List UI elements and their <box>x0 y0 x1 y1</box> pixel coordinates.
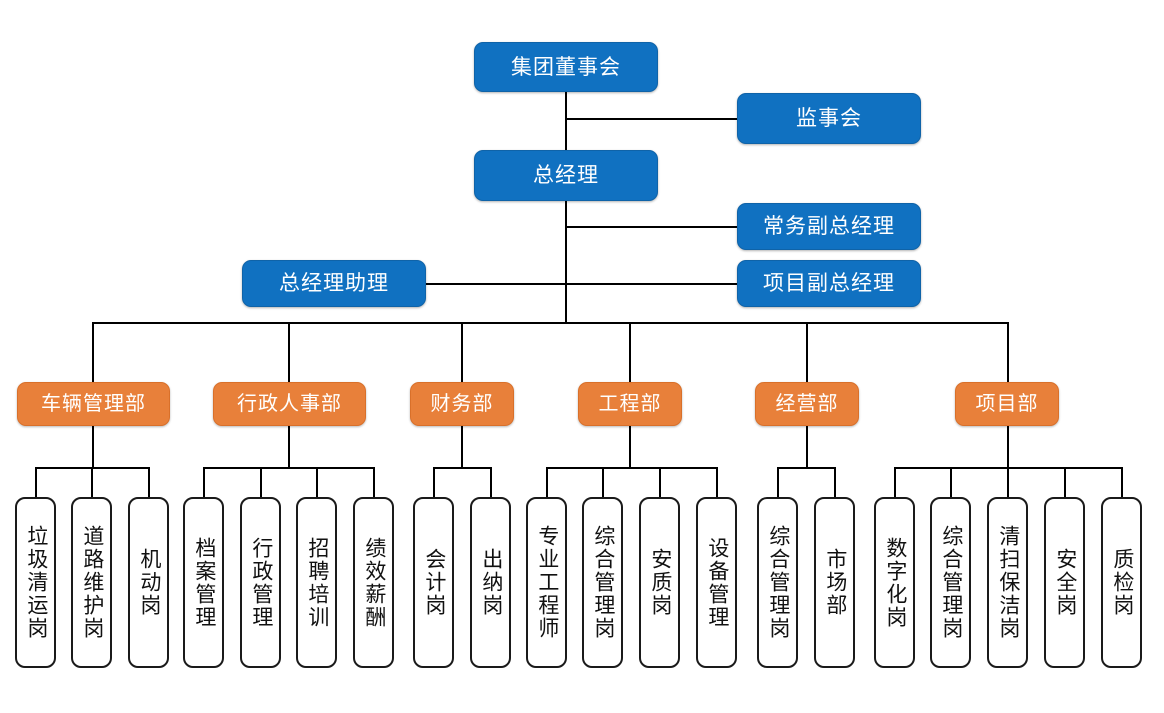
connector-dept0-leaf0 <box>35 467 37 497</box>
node-position-engineering-2[interactable]: 安质岗 <box>639 497 680 668</box>
position-label: 专业工程师 <box>535 525 559 640</box>
connector-dept4-leaf1 <box>834 467 836 497</box>
node-position-operations-0[interactable]: 综合管理岗 <box>757 497 798 668</box>
position-label: 机动岗 <box>137 548 161 617</box>
connector-dept0-leaf2 <box>148 467 150 497</box>
connector-dept3-leaf3 <box>716 467 718 497</box>
node-department-project[interactable]: 项目部 <box>955 382 1059 426</box>
connector-dept0-down <box>92 425 94 467</box>
connector-stem-dept-4 <box>806 322 808 382</box>
node-general-manager[interactable]: 总经理 <box>474 150 658 201</box>
node-position-finance-1[interactable]: 出纳岗 <box>470 497 511 668</box>
position-label: 行政管理 <box>249 536 273 629</box>
position-label: 综合管理岗 <box>591 525 615 640</box>
connector-dept2-leaf0 <box>433 467 435 497</box>
connector-dept4-down <box>806 425 808 467</box>
node-executive-deputy-gm[interactable]: 常务副总经理 <box>737 203 921 250</box>
connector-dept3-leaf1 <box>602 467 604 497</box>
connector-gm-to-project-deputy <box>565 283 737 285</box>
position-label: 综合管理岗 <box>939 525 963 640</box>
node-gm-assistant[interactable]: 总经理助理 <box>242 260 426 307</box>
node-position-vehicle-2[interactable]: 机动岗 <box>128 497 169 668</box>
connector-dept5-leaf0 <box>894 467 896 497</box>
node-position-engineering-3[interactable]: 设备管理 <box>696 497 737 668</box>
node-position-operations-1[interactable]: 市场部 <box>814 497 855 668</box>
node-department-operations[interactable]: 经营部 <box>755 382 859 426</box>
node-position-project-4[interactable]: 质检岗 <box>1101 497 1142 668</box>
connector-dept3-leaf0 <box>546 467 548 497</box>
node-position-project-3[interactable]: 安全岗 <box>1044 497 1085 668</box>
position-label: 安全岗 <box>1053 548 1077 617</box>
node-department-finance[interactable]: 财务部 <box>410 382 514 426</box>
connector-dept1-down <box>288 425 290 467</box>
node-supervisory-board[interactable]: 监事会 <box>737 93 921 144</box>
node-position-finance-0[interactable]: 会计岗 <box>413 497 454 668</box>
position-label: 招聘培训 <box>305 536 329 629</box>
connector-dept4-bus <box>777 467 834 469</box>
position-label: 设备管理 <box>705 536 729 629</box>
connector-dept5-leaf2 <box>1007 467 1009 497</box>
position-label: 会计岗 <box>422 548 446 617</box>
position-label: 综合管理岗 <box>766 525 790 640</box>
connector-dept1-leaf0 <box>203 467 205 497</box>
node-position-project-0[interactable]: 数字化岗 <box>874 497 915 668</box>
node-position-project-1[interactable]: 综合管理岗 <box>930 497 971 668</box>
position-label: 数字化岗 <box>883 536 907 629</box>
connector-gm-to-executive-deputy <box>565 226 737 228</box>
connector-department-bus <box>92 322 1008 324</box>
connector-stem-dept-3 <box>629 322 631 382</box>
position-label: 垃圾清运岗 <box>24 525 48 640</box>
node-position-adminhr-0[interactable]: 档案管理 <box>183 497 224 668</box>
node-board-of-directors[interactable]: 集团董事会 <box>474 42 658 92</box>
node-department-vehicle-management[interactable]: 车辆管理部 <box>17 382 170 426</box>
connector-stem-dept-5 <box>1007 322 1009 382</box>
connector-dept2-down <box>461 425 463 467</box>
connector-board-to-supervisory <box>565 118 737 120</box>
connector-dept2-leaf1 <box>490 467 492 497</box>
connector-dept0-leaf1 <box>91 467 93 497</box>
connector-dept5-leaf4 <box>1121 467 1123 497</box>
position-label: 安质岗 <box>648 548 672 617</box>
connector-dept3-bus <box>546 467 716 469</box>
connector-dept3-down <box>629 425 631 467</box>
node-project-deputy-gm[interactable]: 项目副总经理 <box>737 260 921 307</box>
node-position-engineering-1[interactable]: 综合管理岗 <box>582 497 623 668</box>
connector-dept5-leaf1 <box>950 467 952 497</box>
connector-gm-to-assistant <box>425 283 565 285</box>
position-label: 市场部 <box>823 548 847 617</box>
connector-gm-to-bus <box>565 200 567 323</box>
position-label: 清扫保洁岗 <box>996 525 1020 640</box>
node-position-vehicle-0[interactable]: 垃圾清运岗 <box>15 497 56 668</box>
position-label: 绩效薪酬 <box>362 536 386 629</box>
connector-dept2-bus <box>433 467 490 469</box>
node-position-adminhr-1[interactable]: 行政管理 <box>240 497 281 668</box>
node-position-engineering-0[interactable]: 专业工程师 <box>526 497 567 668</box>
connector-dept3-leaf2 <box>659 467 661 497</box>
connector-dept1-leaf1 <box>260 467 262 497</box>
connector-dept1-leaf2 <box>316 467 318 497</box>
position-label: 道路维护岗 <box>80 525 104 640</box>
connector-stem-dept-0 <box>92 322 94 382</box>
node-position-project-2[interactable]: 清扫保洁岗 <box>987 497 1028 668</box>
connector-dept5-leaf3 <box>1064 467 1066 497</box>
position-label: 档案管理 <box>192 536 216 629</box>
connector-board-to-gm <box>565 91 567 150</box>
connector-dept1-bus <box>203 467 373 469</box>
position-label: 质检岗 <box>1110 548 1134 617</box>
node-department-admin-hr[interactable]: 行政人事部 <box>213 382 366 426</box>
connector-dept5-down <box>1007 425 1009 467</box>
node-department-engineering[interactable]: 工程部 <box>578 382 682 426</box>
connector-stem-dept-1 <box>288 322 290 382</box>
connector-stem-dept-2 <box>461 322 463 382</box>
node-position-adminhr-3[interactable]: 绩效薪酬 <box>353 497 394 668</box>
node-position-vehicle-1[interactable]: 道路维护岗 <box>71 497 112 668</box>
node-position-adminhr-2[interactable]: 招聘培训 <box>296 497 337 668</box>
connector-dept4-leaf0 <box>777 467 779 497</box>
connector-dept1-leaf3 <box>373 467 375 497</box>
position-label: 出纳岗 <box>479 548 503 617</box>
